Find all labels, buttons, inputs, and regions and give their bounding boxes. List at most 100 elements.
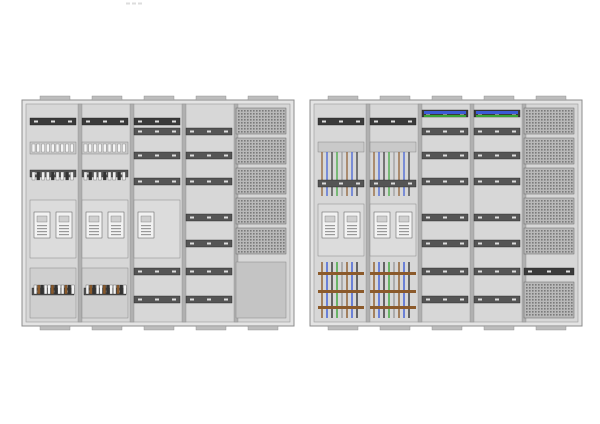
vent-hole [535, 251, 537, 253]
vent-hole [544, 311, 546, 313]
vent-hole [271, 161, 273, 163]
vent-hole [250, 203, 252, 205]
vent-hole [556, 218, 558, 220]
vent-hole [538, 203, 540, 205]
vent-hole [568, 182, 570, 184]
vent-hole [277, 188, 279, 190]
vent-hole [559, 188, 561, 190]
distribution-field [421, 109, 469, 304]
vent-hole [550, 293, 552, 295]
vent-hole [571, 146, 573, 148]
vent-hole [265, 236, 267, 238]
vent-hole [277, 173, 279, 175]
rail-slot [460, 270, 464, 273]
vent-hole [280, 245, 282, 247]
vent-hole [538, 239, 540, 241]
vent-hole [265, 218, 267, 220]
vent-hole [271, 131, 273, 133]
vent-hole [544, 143, 546, 145]
vent-hole [550, 287, 552, 289]
vent-hole [526, 128, 528, 130]
vent-hole [544, 314, 546, 316]
vent-hole [550, 125, 552, 127]
vent-hole [271, 143, 273, 145]
rail-slot [322, 182, 326, 185]
vent-hole [526, 311, 528, 313]
vent-hole [274, 191, 276, 193]
vent-hole [553, 140, 555, 142]
vent-hole [274, 206, 276, 208]
vent-hole [556, 182, 558, 184]
vent-hole [256, 218, 258, 220]
vent-hole [277, 146, 279, 148]
vent-hole [259, 188, 261, 190]
vent-hole [556, 206, 558, 208]
vent-hole [547, 146, 549, 148]
vent-hole [271, 176, 273, 178]
vent-hole [565, 185, 567, 187]
vent-hole [535, 158, 537, 160]
din-rail [185, 267, 233, 276]
vent-hole [568, 173, 570, 175]
vent-hole [562, 206, 564, 208]
rail-slot [207, 130, 211, 133]
vent-hole [553, 173, 555, 175]
vent-hole [544, 218, 546, 220]
vent-hole [565, 119, 567, 121]
vent-hole [526, 245, 528, 247]
vent-hole [568, 161, 570, 163]
vent-hole [283, 209, 285, 211]
vent-hole [271, 188, 273, 190]
din-rail [185, 127, 233, 136]
vent-hole [550, 140, 552, 142]
vent-hole [556, 122, 558, 124]
vent-hole [265, 143, 267, 145]
vent-hole [532, 119, 534, 121]
vent-hole [565, 188, 567, 190]
vent-hole [283, 239, 285, 241]
vent-hole [547, 188, 549, 190]
vent-hole [565, 287, 567, 289]
din-rail [421, 267, 469, 276]
vent-hole [532, 242, 534, 244]
bus-green [476, 115, 518, 117]
vent-hole [277, 113, 279, 115]
vent-hole [247, 113, 249, 115]
vent-hole [244, 221, 246, 223]
vent-hole [268, 113, 270, 115]
vent-hole [256, 209, 258, 211]
vent-hole [247, 149, 249, 151]
din-rail [369, 179, 417, 188]
vent-frame [523, 137, 575, 165]
rail-slot [495, 242, 499, 245]
vent-hole [565, 203, 567, 205]
rail-slot [408, 120, 412, 123]
vent-hole [538, 143, 540, 145]
vent-hole [529, 251, 531, 253]
vent-hole [247, 251, 249, 253]
meter-module [395, 211, 413, 239]
vent-hole [283, 110, 285, 112]
vent-hole [544, 287, 546, 289]
busbar [370, 272, 416, 275]
vent-hole [535, 236, 537, 238]
vent-frame [523, 107, 575, 135]
vent-hole [550, 299, 552, 301]
terminal [55, 171, 60, 181]
vent-hole [559, 128, 561, 130]
vent-hole [250, 236, 252, 238]
vent-hole [544, 284, 546, 286]
cable-entry-top [247, 95, 279, 101]
vent-hole [283, 185, 285, 187]
vent-hole [271, 152, 273, 154]
vent-hole [265, 215, 267, 217]
vent-hole [532, 206, 534, 208]
bus-green [424, 115, 466, 117]
vent-hole [556, 308, 558, 310]
vent-hole [238, 161, 240, 163]
vent-hole [247, 122, 249, 124]
vent-hole [532, 176, 534, 178]
vent-hole [565, 182, 567, 184]
vent-hole [547, 125, 549, 127]
vent-hole [241, 233, 243, 235]
